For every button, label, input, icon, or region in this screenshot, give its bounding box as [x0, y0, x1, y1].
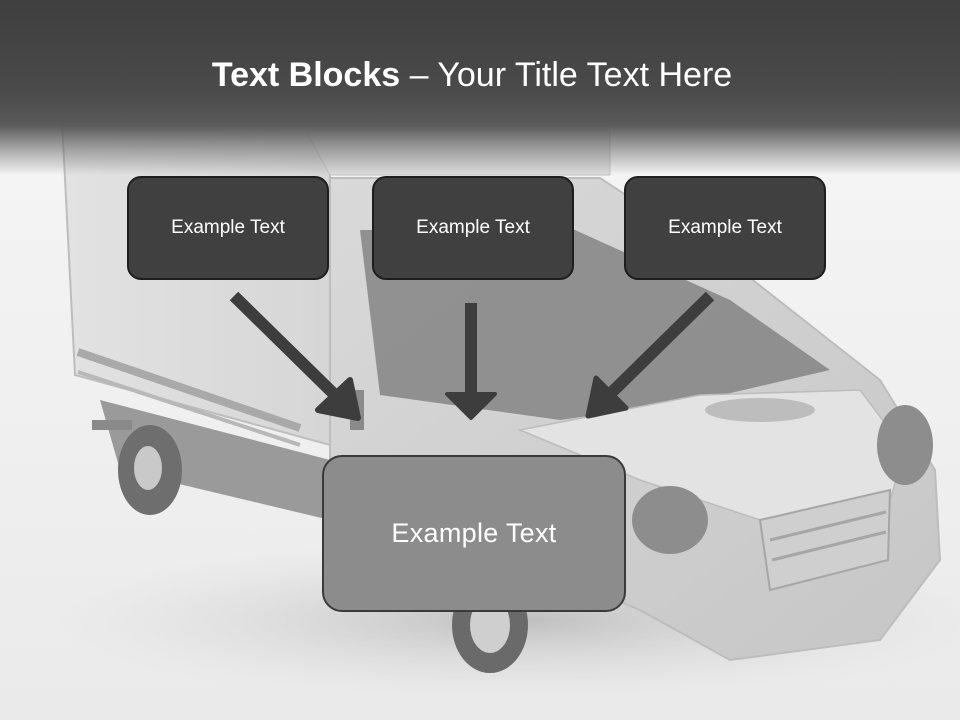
text-block-right[interactable]: Example Text: [624, 176, 826, 280]
text-block-left[interactable]: Example Text: [127, 176, 329, 280]
title-band: [0, 0, 960, 175]
text-block-center[interactable]: Example Text: [372, 176, 574, 280]
slide-title: Text Blocks – Your Title Text Here: [0, 52, 944, 98]
text-block-main-label: Example Text: [391, 518, 557, 548]
text-block-right-label: Example Text: [668, 217, 782, 238]
text-block-main[interactable]: Example Text: [322, 455, 626, 612]
arrow-down-right-icon: [229, 291, 361, 421]
text-block-center-label: Example Text: [416, 217, 530, 238]
arrow-down-left-icon: [585, 291, 715, 419]
title-bold-part: Text Blocks: [211, 56, 401, 94]
title-rest: – Your Title Text Here: [400, 56, 733, 94]
text-block-left-label: Example Text: [171, 217, 285, 238]
arrow-down-icon: [445, 303, 497, 420]
